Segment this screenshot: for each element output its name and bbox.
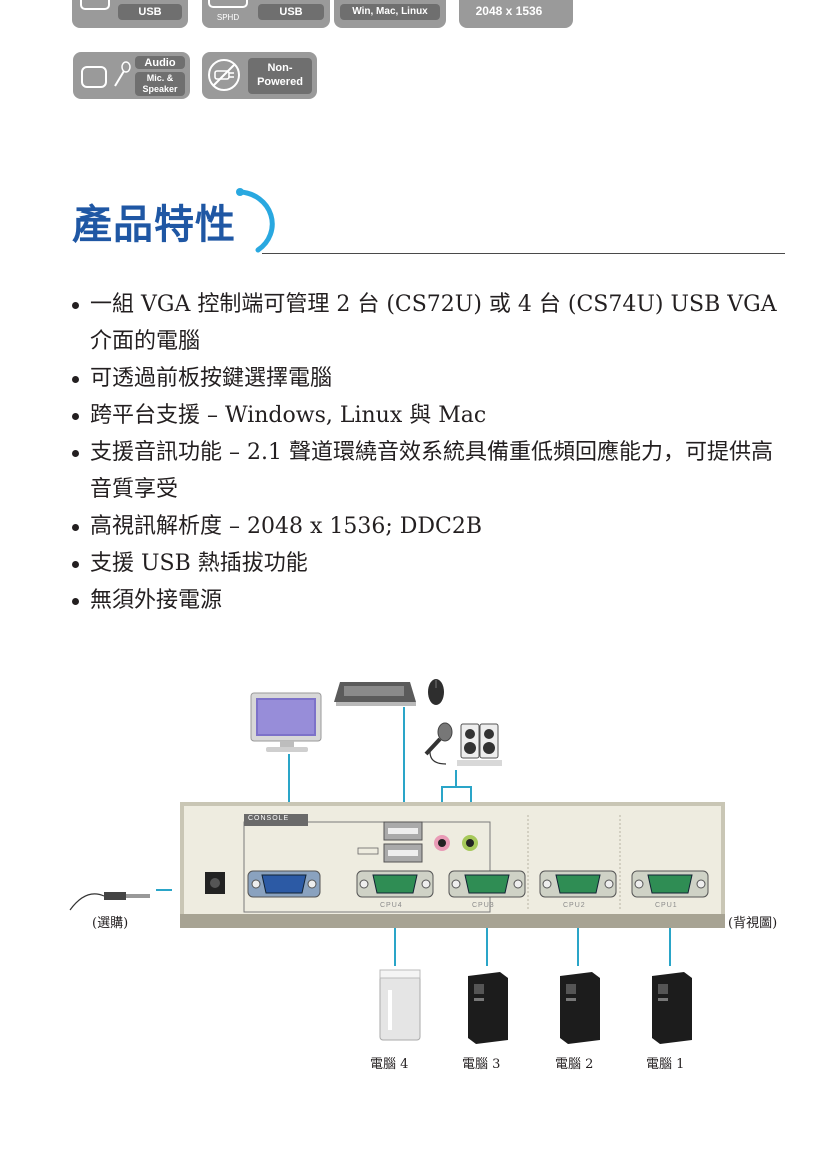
kvm-switch-rear bbox=[180, 802, 725, 928]
non-powered-2: Powered bbox=[257, 76, 303, 88]
non-powered-badge: Non- Powered bbox=[202, 52, 317, 99]
vga-port-icon bbox=[208, 0, 248, 8]
audio-sub-1: Mic. & bbox=[146, 73, 174, 83]
audio-sub-2: Speaker bbox=[142, 84, 178, 94]
feature-item: 無須外接電源 bbox=[70, 582, 790, 619]
usb-label-box bbox=[118, 4, 182, 20]
cpu-vga-port-4 bbox=[356, 870, 434, 898]
computer-4-label: 電腦 4 bbox=[370, 1057, 409, 1072]
computer-2-label: 電腦 2 bbox=[555, 1057, 594, 1072]
os-badge: Win, Mac, Linux bbox=[334, 0, 446, 28]
usb-label-2: USB bbox=[279, 6, 303, 18]
speakers-icon bbox=[457, 723, 502, 766]
no-power-icon bbox=[208, 59, 240, 91]
resolution-badge: 2048 x 1536 bbox=[459, 0, 573, 28]
cpu-vga-port-2 bbox=[539, 870, 617, 898]
diagram-graphics bbox=[69, 679, 725, 1044]
feature-item: 支援音訊功能 – 2.1 聲道環繞音效系統具備重低頻回應能力，可提供高音質享受 bbox=[70, 434, 790, 508]
usb-badge-1: USB bbox=[72, 0, 188, 28]
heading-rule bbox=[262, 253, 785, 254]
computer-4-icon bbox=[379, 969, 421, 1041]
feature-item: 可透過前板按鍵選擇電腦 bbox=[70, 360, 790, 397]
non-powered-box bbox=[248, 58, 312, 94]
cpu-vga-port-3 bbox=[448, 870, 526, 898]
mouse-icon bbox=[428, 679, 444, 705]
monitor-icon bbox=[250, 692, 322, 752]
rear-view-label: (背視圖) bbox=[728, 916, 778, 931]
feature-item: 一組 VGA 控制端可管理 2 台 (CS72U) 或 4 台 (CS74U) … bbox=[70, 286, 790, 360]
os-label-box bbox=[340, 4, 440, 20]
computer-1-icon bbox=[652, 972, 692, 1044]
computer-3-icon bbox=[468, 972, 508, 1044]
audio-title: Audio bbox=[144, 57, 176, 69]
non-powered-1: Non- bbox=[267, 62, 293, 74]
computer-2-icon bbox=[560, 972, 600, 1044]
audio-title-box bbox=[135, 56, 185, 69]
cpu-vga-port-1 bbox=[631, 870, 709, 898]
microphone-icon bbox=[114, 61, 131, 87]
computer-3-label: 電腦 3 bbox=[462, 1057, 501, 1072]
feature-item: 支援 USB 熱插拔功能 bbox=[70, 545, 790, 582]
vga-usb-badge: SPHD USB bbox=[202, 0, 330, 28]
audio-sub-box bbox=[135, 72, 185, 96]
audio-badge: Audio Mic. & Speaker bbox=[73, 52, 190, 99]
cpu3-port-label: CPU3 bbox=[472, 902, 495, 909]
os-label: Win, Mac, Linux bbox=[352, 6, 428, 17]
computer-1-label: 電腦 1 bbox=[646, 1057, 685, 1072]
cpu4-port-label: CPU4 bbox=[380, 902, 403, 909]
usb-label: USB bbox=[138, 6, 162, 18]
feature-list: 一組 VGA 控制端可管理 2 台 (CS72U) 或 4 台 (CS74U) … bbox=[70, 286, 790, 619]
cables-bottom bbox=[394, 928, 671, 966]
console-label: CONSOLE bbox=[248, 815, 290, 822]
speaker-icon bbox=[81, 66, 107, 88]
section-heading: 產品特性 bbox=[72, 202, 236, 248]
cpu2-port-label: CPU2 bbox=[563, 902, 586, 909]
optional-cable-icon bbox=[69, 892, 150, 911]
heading-arc-decoration bbox=[236, 188, 275, 253]
microphone-icon bbox=[424, 722, 453, 765]
resolution-label: 2048 x 1536 bbox=[475, 4, 543, 18]
connection-diagram: CONSOLE CPU4 CPU3 CPU2 CPU1 (選購) (背視圖) 電… bbox=[0, 660, 830, 1080]
optional-label: (選購) bbox=[92, 916, 129, 931]
feature-item: 跨平台支援 – Windows, Linux 與 Mac bbox=[70, 397, 790, 434]
usb-port-icon bbox=[80, 0, 110, 10]
usb-label-box-2 bbox=[258, 4, 324, 20]
keyboard-icon bbox=[334, 682, 416, 706]
sphd-label: SPHD bbox=[216, 13, 240, 22]
feature-item: 高視訊解析度 – 2048 x 1536; DDC2B bbox=[70, 508, 790, 545]
cpu1-port-label: CPU1 bbox=[655, 902, 678, 909]
